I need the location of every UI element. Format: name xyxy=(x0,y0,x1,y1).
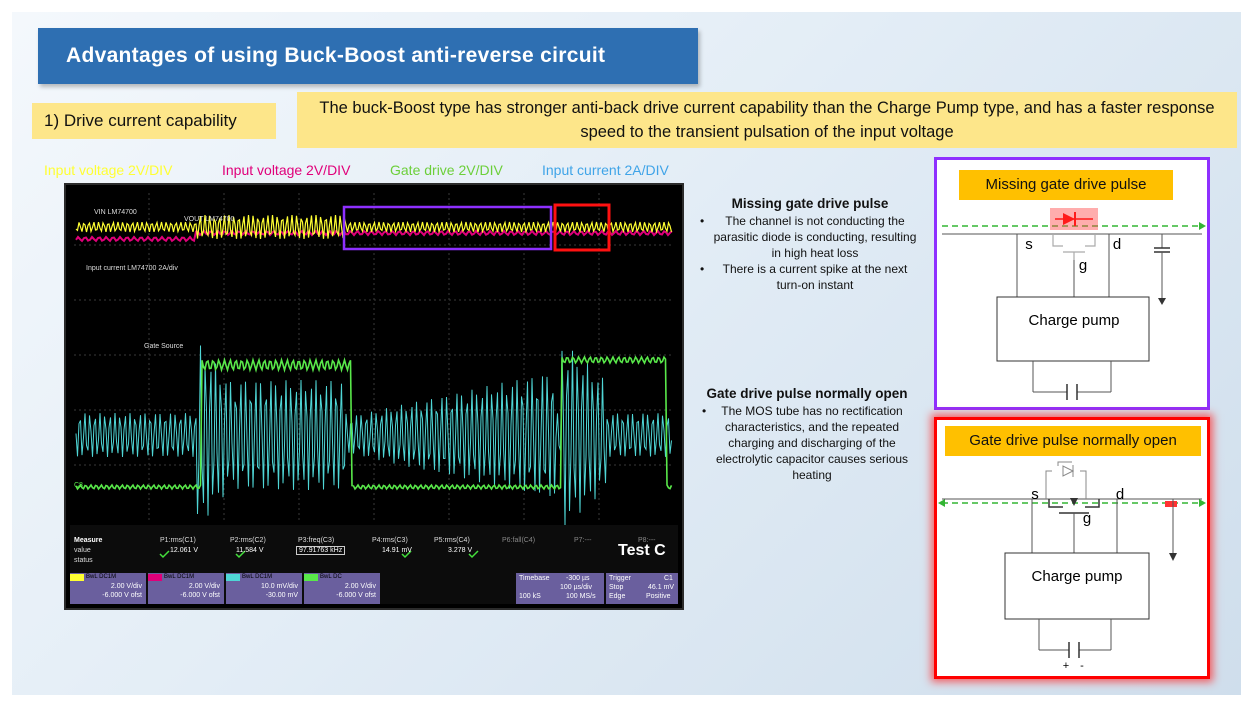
diagram-normally-open: Gate drive pulse normally open Charge pu… xyxy=(934,417,1210,679)
note-normally-open: Gate drive pulse normally open The MOS t… xyxy=(702,386,912,483)
slide-title: Advantages of using Buck-Boost anti-reve… xyxy=(38,28,698,84)
channel-scale: 10.0 mV/div xyxy=(261,583,298,590)
scope-traces xyxy=(70,193,678,604)
description-box: The buck-Boost type has stronger anti-ba… xyxy=(297,92,1237,148)
cap-plus: + xyxy=(1062,660,1070,672)
timebase-rate: 100 µs/div xyxy=(560,584,593,591)
scope-grid xyxy=(74,193,672,520)
note-missing-item: There is a current spike at the next tur… xyxy=(700,261,920,293)
legend-gate-drive: Gate drive 2V/DIV xyxy=(390,162,503,178)
timebase-srate: 100 MS/s xyxy=(566,593,596,600)
legend-input-voltage-1: Input voltage 2V/DIV xyxy=(44,162,173,178)
trigger-slope: Positive xyxy=(646,593,671,600)
scope-label-vout: VOUT LM74700 xyxy=(184,216,235,223)
trace-current xyxy=(75,345,672,526)
scope-label-gate: Gate Source xyxy=(144,343,184,350)
measure-value: 12.061 V xyxy=(170,547,199,554)
terminal-d: d xyxy=(1115,486,1125,503)
measure-value: 97.91763 kHz xyxy=(296,546,346,555)
timebase-label: Timebase xyxy=(519,575,550,582)
terminal-s: s xyxy=(1031,486,1039,503)
measure-col: P5:rms(C4) xyxy=(434,537,470,544)
channel-offset: -6.000 V ofst xyxy=(180,592,220,599)
measure-col: P8:--- xyxy=(638,537,656,544)
channel-scale: 2.00 V/div xyxy=(188,583,220,590)
terminal-d: d xyxy=(1112,236,1122,253)
measure-value: 3.278 V xyxy=(448,547,473,554)
cap-minus: - xyxy=(1080,660,1084,672)
channel-offset: -6.000 V ofst xyxy=(102,592,142,599)
trigger-mode: Stop xyxy=(609,584,624,591)
measure-value-label: value xyxy=(74,547,91,554)
measure-col: P4:rms(C3) xyxy=(372,537,408,544)
section-label: 1) Drive current capability xyxy=(32,103,276,139)
oscilloscope-screenshot: VIN LM74700 VOUT LM74700 Input current L… xyxy=(64,183,684,610)
trigger-type: Edge xyxy=(609,593,626,600)
note-missing-item: The channel is not conducting the parasi… xyxy=(700,213,920,261)
trigger-label: Trigger xyxy=(609,575,631,582)
measure-col: P1:rms(C1) xyxy=(160,537,196,544)
measure-status-label: status xyxy=(74,557,93,564)
note-open-item: The MOS tube has no rectification charac… xyxy=(702,403,912,483)
trigger-channel: C1 xyxy=(664,575,673,582)
note-missing-pulse: Missing gate drive pulse The channel is … xyxy=(700,196,920,293)
channel-scale: 2.00 V/div xyxy=(110,583,142,590)
channel-offset: -30.00 mV xyxy=(265,592,298,599)
channel-offset: -6.000 V ofst xyxy=(336,592,376,599)
measure-col: P3:freq(C3) xyxy=(298,537,335,544)
diagram-open-title: Gate drive pulse normally open xyxy=(945,426,1201,456)
note-missing-title: Missing gate drive pulse xyxy=(731,196,889,211)
measure-header: Measure xyxy=(74,537,103,544)
trace-vout xyxy=(75,229,673,243)
highlight-missing-pulse xyxy=(342,205,553,251)
channel-scale: 2.00 V/div xyxy=(344,583,376,590)
legend-input-voltage-2: Input voltage 2V/DIV xyxy=(222,162,351,178)
channel-tag: BwL DC1M xyxy=(164,574,195,580)
circuit-missing xyxy=(942,208,1206,400)
channel-tag: BwL DC xyxy=(320,574,342,580)
measure-col: P7:--- xyxy=(574,537,592,544)
trigger-level: 46.1 mV xyxy=(648,584,675,591)
measure-value: 11.584 V xyxy=(236,547,264,554)
charge-pump-label: Charge pump xyxy=(1031,568,1123,585)
legend-input-current: Input current 2A/DIV xyxy=(542,162,669,178)
terminal-g: g xyxy=(1078,257,1088,274)
terminal-g: g xyxy=(1082,510,1092,527)
diagram-missing-title: Missing gate drive pulse xyxy=(959,170,1173,200)
trace-gate xyxy=(75,355,673,491)
charge-pump-label: Charge pump xyxy=(1028,312,1120,329)
timebase-value: -300 µs xyxy=(566,575,590,582)
test-label: Test C xyxy=(618,542,666,559)
note-open-title: Gate drive pulse normally open xyxy=(706,386,908,401)
measure-col: P2:rms(C2) xyxy=(230,537,266,544)
channel-tag: BwL DC1M xyxy=(86,574,117,580)
measure-value: 14.91 mV xyxy=(382,547,412,554)
diagram-missing-pulse: Missing gate drive pulse Charge pump s d… xyxy=(934,157,1210,410)
highlight-normally-open xyxy=(553,203,611,252)
scope-label-c8: C8 xyxy=(74,482,83,489)
timebase-samples: 100 kS xyxy=(519,593,541,600)
scope-label-current: Input current LM74700 2A/div xyxy=(86,265,178,272)
trace-vin xyxy=(75,214,673,240)
scope-label-vin: VIN LM74700 xyxy=(94,209,137,216)
circuit-open xyxy=(938,461,1206,658)
terminal-s: s xyxy=(1025,236,1033,253)
measure-col: P6:fall(C4) xyxy=(502,537,536,544)
channel-tag: BwL DC1M xyxy=(242,574,273,580)
